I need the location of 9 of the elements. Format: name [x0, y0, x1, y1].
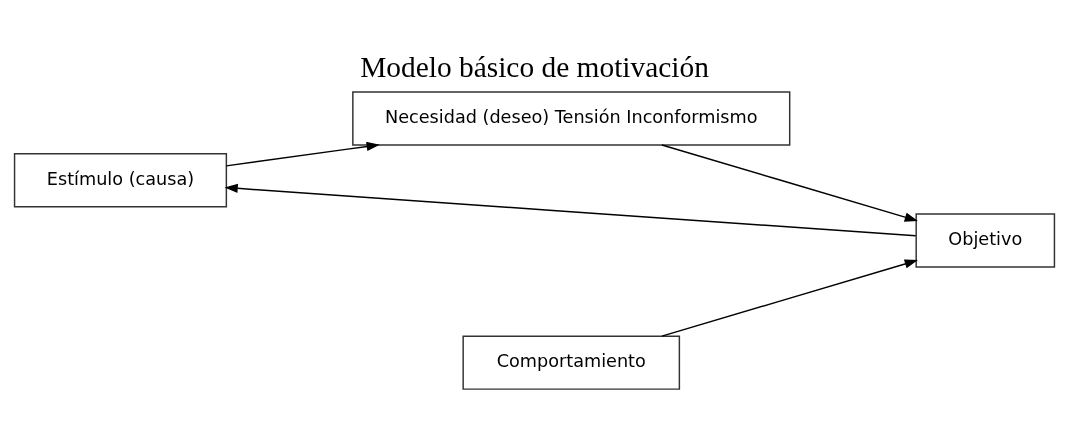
node-box: Comportamiento	[462, 334, 681, 390]
arrow	[224, 183, 917, 237]
diagram-title: Modelo básico de motivación	[360, 50, 709, 83]
node-box: Necesidad (deseo) Tensión Inconformismo	[352, 90, 791, 146]
arrow	[661, 258, 918, 337]
arrow	[661, 143, 918, 222]
node-box: Objetivo	[915, 212, 1056, 268]
node-box: Estímulo (causa)	[13, 152, 228, 207]
arrow	[225, 141, 380, 167]
